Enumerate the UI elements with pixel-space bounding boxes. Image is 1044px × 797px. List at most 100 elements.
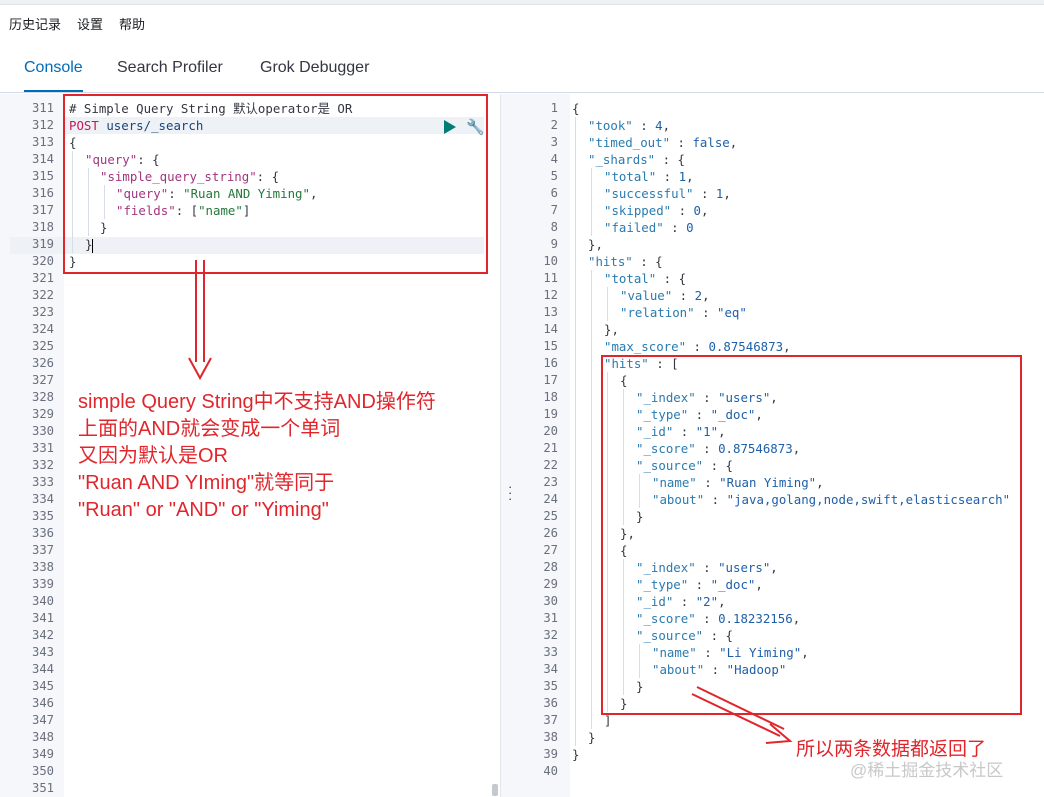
request-highlight-box: [63, 94, 488, 274]
line-number: 327: [31, 373, 54, 387]
line-number: 4: [550, 152, 558, 166]
request-inner-query-line: "query": "Ruan AND Yiming",: [116, 186, 318, 201]
max-score: 0.87546873: [708, 339, 784, 354]
line-number: 336: [31, 526, 54, 540]
play-icon[interactable]: [444, 120, 456, 134]
line-number: 30: [543, 594, 558, 608]
inner-query-value: "Ruan AND Yiming": [183, 186, 310, 201]
line-number: 322: [31, 288, 54, 302]
shards-successful: 1: [715, 186, 724, 201]
tab-grok-debugger[interactable]: Grok Debugger: [260, 59, 370, 76]
active-request-highlight: [64, 117, 484, 134]
line-number: 314: [31, 152, 54, 166]
line-number: 40: [543, 764, 558, 778]
line-number: 311: [31, 101, 54, 115]
fields-value: "name": [198, 203, 243, 218]
line-number: 328: [31, 390, 54, 404]
line-number: 331: [31, 441, 54, 455]
line-number: 23: [543, 475, 558, 489]
line-number: 313: [31, 135, 54, 149]
line-number: 33: [543, 645, 558, 659]
line-number: 332: [31, 458, 54, 472]
hit2-id: "2": [695, 594, 719, 609]
line-number: 27: [543, 543, 558, 557]
editor-scrollbar[interactable]: [492, 784, 498, 796]
hit2-score: 0.18232156: [718, 611, 793, 626]
line-number: 28: [543, 560, 558, 574]
line-number: 15: [543, 339, 558, 353]
line-number: 3: [550, 135, 558, 149]
line-number: 320: [31, 254, 54, 268]
line-number: 24: [543, 492, 558, 506]
line-number: 329: [31, 407, 54, 421]
line-number: 1: [550, 101, 558, 115]
inner-query-key: "query": [116, 186, 169, 201]
request-fields-line: "fields": ["name"]: [116, 203, 251, 218]
line-number: 344: [31, 662, 54, 676]
line-number: 333: [31, 475, 54, 489]
line-number: 340: [31, 594, 54, 608]
request-query-close: }: [85, 237, 94, 253]
line-number: 29: [543, 577, 558, 591]
request-editor[interactable]: 311 312 313 314 315 316 317 318 319 320 321 322 323 3…: [0, 94, 500, 797]
line-number: 2: [550, 118, 558, 132]
line-number: 318: [31, 220, 54, 234]
line-number: 17: [543, 373, 558, 387]
line-number: 38: [543, 730, 558, 744]
shards-skipped: 0: [693, 203, 701, 218]
tab-search-profiler[interactable]: Search Profiler: [117, 59, 223, 76]
request-sqs-line: "simple_query_string": {: [100, 169, 280, 184]
line-number: 22: [543, 458, 558, 472]
request-method-line: POST users/_search: [69, 117, 203, 134]
current-line-highlight: [10, 237, 484, 254]
line-number: 324: [31, 322, 54, 336]
tab-console[interactable]: Console: [24, 59, 83, 92]
shards-failed: 0: [686, 220, 694, 235]
annotation-left-line4: "Ruan AND YIming"就等同于: [78, 472, 335, 494]
hits-total-value: 2: [694, 288, 703, 303]
line-number: 321: [31, 271, 54, 285]
request-method: POST: [69, 118, 99, 133]
annotation-left-line5: "Ruan" or "AND" or "Yiming": [78, 499, 329, 521]
splitter-handle-icon[interactable]: ···: [508, 479, 513, 506]
line-number: 6: [550, 186, 558, 200]
line-number: 337: [31, 543, 54, 557]
request-sqs-close: }: [100, 220, 108, 235]
request-brace-open: {: [69, 135, 77, 150]
line-number: 338: [31, 560, 54, 574]
annotation-left-line2: 上面的AND就会变成一个单词: [78, 418, 341, 440]
menu-help[interactable]: 帮助: [119, 17, 146, 32]
line-number: 14: [543, 322, 558, 336]
line-number: 319: [31, 237, 54, 251]
hit1-type: "_doc": [710, 407, 756, 422]
wrench-icon[interactable]: 🔧: [466, 119, 485, 136]
hit1-id: "1": [695, 424, 719, 439]
line-number: 334: [31, 492, 54, 506]
line-number: 325: [31, 339, 54, 353]
line-number: 13: [543, 305, 558, 319]
request-url: users/_search: [106, 118, 204, 133]
line-number: 18: [543, 390, 558, 404]
line-number: 10: [543, 254, 558, 268]
menu-settings[interactable]: 设置: [77, 17, 104, 32]
menu-history[interactable]: 历史记录: [9, 17, 62, 32]
sqs-key: "simple_query_string": [100, 169, 257, 184]
line-number: 339: [31, 577, 54, 591]
annotation-left-line3: 又因为默认是OR: [78, 445, 228, 467]
line-number: 312: [31, 118, 54, 132]
line-number: 9: [550, 237, 558, 251]
line-number: 315: [31, 169, 54, 183]
line-number: 317: [31, 203, 54, 217]
hits-highlight-box: [601, 355, 1022, 715]
hit2-name: "Li Yiming": [719, 645, 802, 660]
request-gutter: [0, 94, 64, 797]
line-number: 37: [543, 713, 558, 727]
top-menu: 历史记录 设置 帮助: [9, 14, 145, 33]
line-number: 323: [31, 305, 54, 319]
line-number: 39: [543, 747, 558, 761]
request-query-line: "query": {: [85, 152, 160, 167]
line-number: 316: [31, 186, 54, 200]
line-number: 8: [550, 220, 558, 234]
line-number: 20: [543, 424, 558, 438]
